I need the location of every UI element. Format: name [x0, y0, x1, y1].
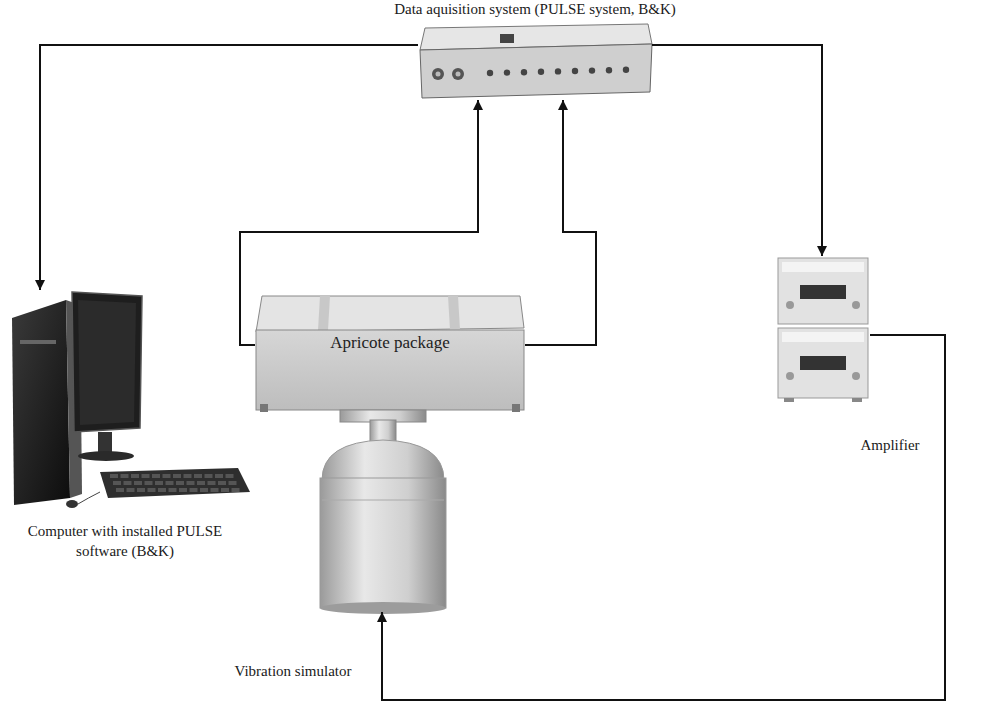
- signal-wire: [525, 100, 596, 345]
- signal-wire: [240, 100, 478, 345]
- device-label: Data aquisition system (PULSE system, B&…: [360, 0, 710, 20]
- apricote-package: Apricote package: [255, 295, 525, 412]
- vibration-simulator: Vibration simulator: [318, 418, 448, 612]
- shaker-illustration: [320, 410, 446, 614]
- amplifier: Amplifier: [776, 256, 870, 402]
- device-label: Computer with installed PULSE software (…: [20, 522, 230, 561]
- daq-unit: [420, 24, 652, 98]
- signal-wire: [652, 45, 822, 256]
- device-label: Amplifier: [845, 436, 935, 456]
- computer: Computer with installed PULSE software (…: [10, 290, 252, 506]
- computer-illustration: [12, 292, 250, 508]
- signal-wire: [382, 335, 945, 700]
- device-label: Vibration simulator: [208, 662, 378, 682]
- package-illustration: [256, 296, 524, 412]
- signal-wire: [40, 45, 418, 290]
- daq-unit: Data aquisition system (PULSE system, B&…: [418, 24, 652, 100]
- box-label: Apricote package: [330, 332, 449, 354]
- amplifier-illustration: [778, 258, 868, 402]
